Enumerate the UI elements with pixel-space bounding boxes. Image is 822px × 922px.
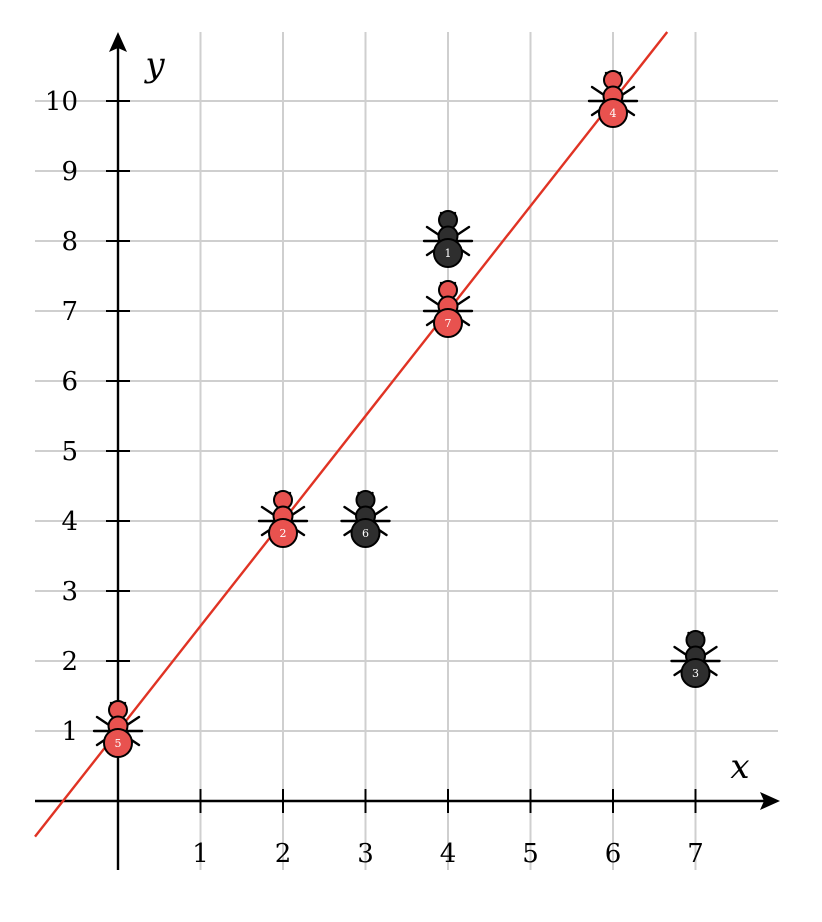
x-axis-arrow	[760, 792, 780, 810]
y-tick-label-3: 3	[61, 577, 78, 607]
y-tick-label-4: 4	[61, 507, 78, 537]
ant-abdomen	[433, 308, 463, 338]
y-tick-label-8: 8	[61, 227, 78, 257]
y-tick-label-2: 2	[61, 647, 78, 677]
fit-line-group	[34, 31, 669, 838]
x-tick-label-5: 5	[522, 839, 539, 869]
y-tick-label-6: 6	[61, 367, 78, 397]
x-tick-label-1: 1	[192, 839, 209, 869]
point-label-4: 4	[610, 107, 617, 120]
x-axis-label: x	[730, 747, 749, 787]
x-tick-label-4: 4	[440, 839, 457, 869]
data-point-3: 3	[670, 630, 721, 688]
grid	[35, 32, 778, 870]
point-label-7: 7	[445, 317, 452, 330]
ant-abdomen	[350, 518, 381, 548]
fit-line	[34, 31, 669, 838]
data-point-2: 2	[257, 490, 309, 548]
y-tick-label-7: 7	[61, 297, 78, 327]
data-points: 1 2 3 4 5 6 7	[92, 70, 721, 758]
y-axis-label: y	[143, 45, 165, 85]
x-tick-label-3: 3	[357, 839, 374, 869]
y-tick-label-9: 9	[61, 157, 78, 187]
axes	[35, 32, 780, 870]
x-tick-label-2: 2	[275, 839, 292, 869]
point-label-2: 2	[280, 527, 287, 540]
data-point-4: 4	[587, 70, 639, 128]
x-tick-label-6: 6	[605, 839, 622, 869]
data-point-7: 7	[422, 280, 474, 338]
data-point-1: 1	[422, 210, 474, 268]
tick-labels: 1 2 3 4 5 6 7 1 2 3 4 5 6 7 8 9 10 x y	[45, 45, 750, 869]
ant-abdomen	[268, 518, 298, 548]
ant-abdomen	[103, 728, 133, 758]
point-label-5: 5	[115, 737, 122, 750]
point-label-3: 3	[692, 667, 699, 680]
point-label-1: 1	[445, 247, 452, 260]
data-point-6: 6	[340, 490, 391, 548]
y-tick-label-5: 5	[61, 437, 78, 467]
point-label-6: 6	[362, 527, 369, 540]
ant-abdomen	[598, 98, 628, 128]
data-point-5: 5	[92, 700, 144, 758]
ant-abdomen	[433, 238, 463, 268]
x-tick-label-7: 7	[687, 839, 704, 869]
y-tick-label-10: 10	[45, 87, 78, 117]
ant-abdomen	[680, 658, 711, 688]
y-tick-label-1: 1	[61, 717, 78, 747]
y-axis-arrow	[109, 32, 127, 52]
